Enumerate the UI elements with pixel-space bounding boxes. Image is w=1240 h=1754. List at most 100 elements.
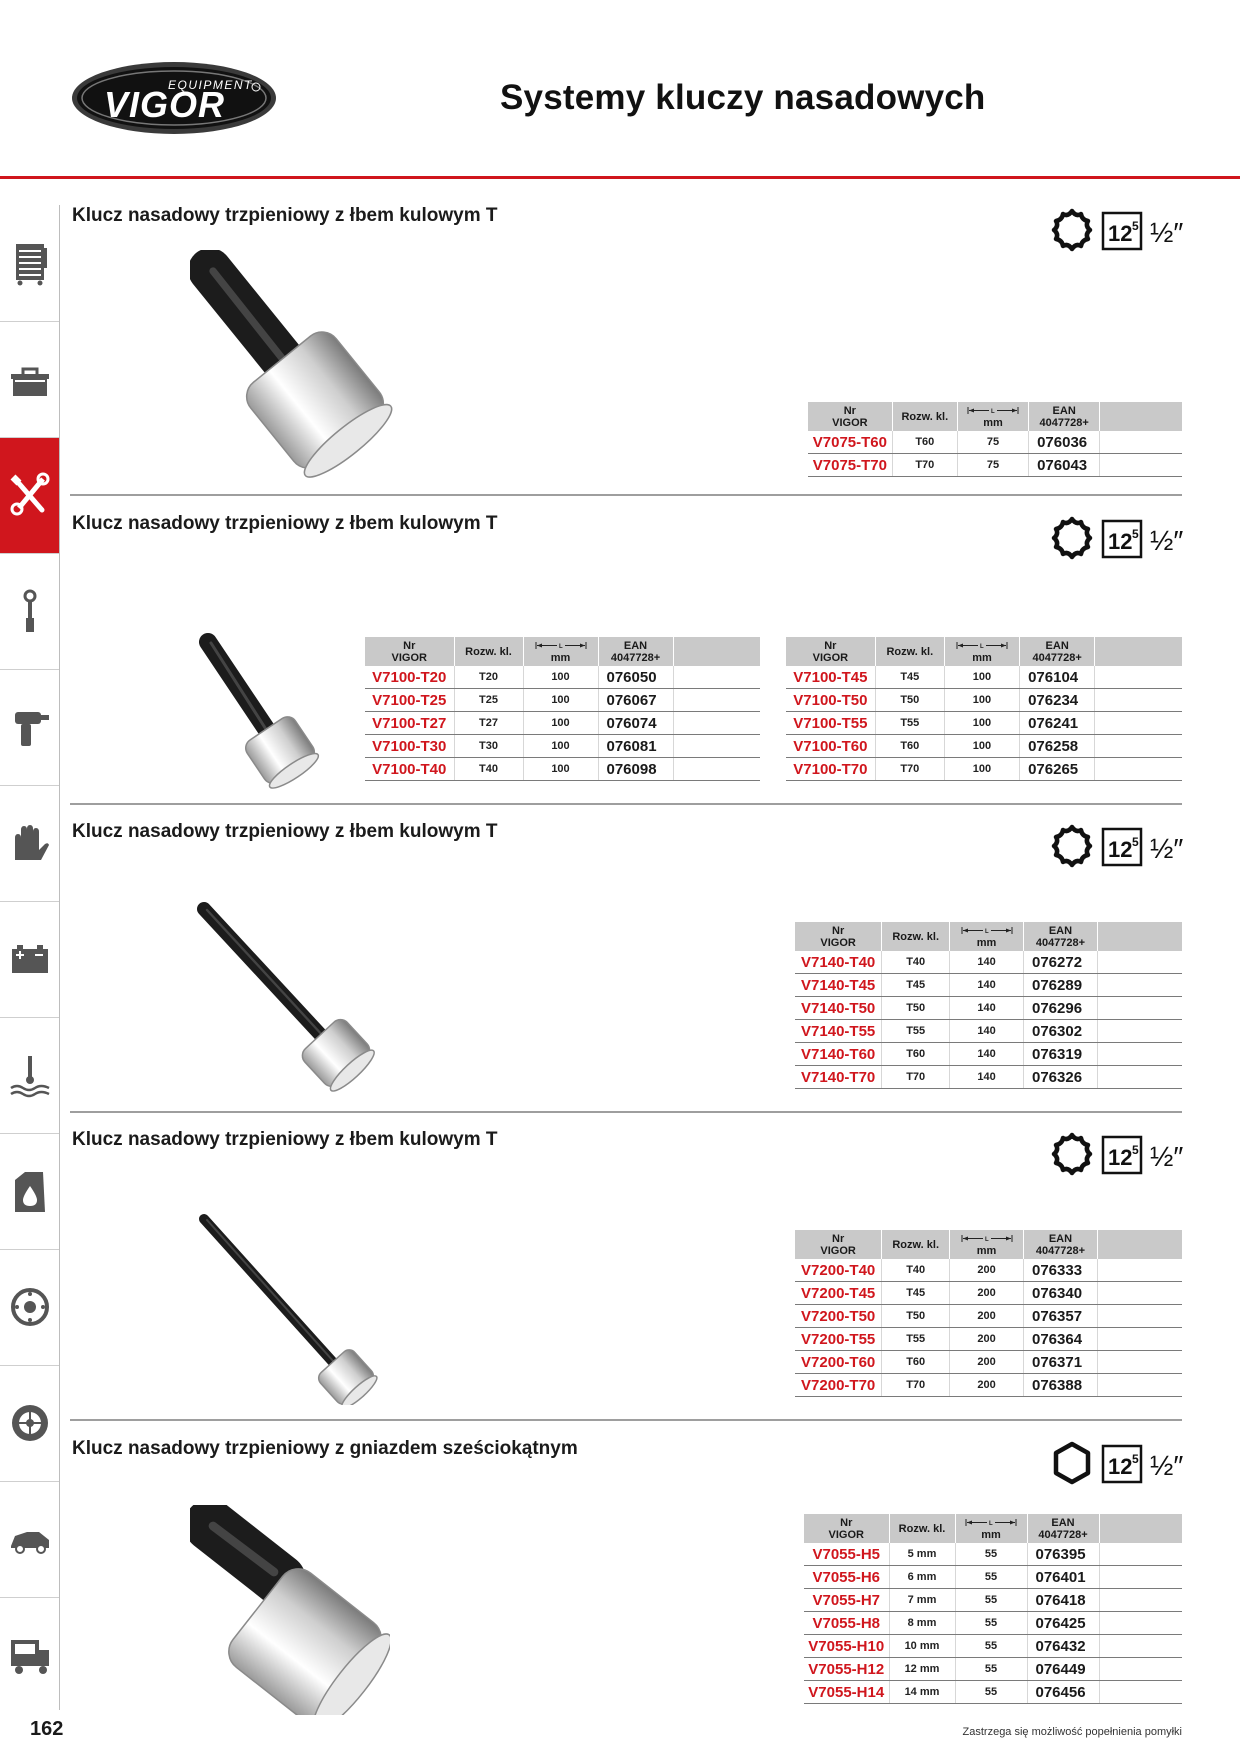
head-size: T70 <box>881 1065 951 1089</box>
length-arrow-icon: L <box>535 642 586 650</box>
svg-text:12: 12 <box>1108 1454 1132 1479</box>
empty-cell <box>673 711 760 735</box>
part-number[interactable]: V7055-H14 <box>804 1680 890 1704</box>
ean-code: 076357 <box>1023 1304 1098 1328</box>
part-number[interactable]: V7055-H12 <box>804 1657 890 1681</box>
part-number[interactable]: V7140-T40 <box>795 951 883 974</box>
part-number[interactable]: V7055-H8 <box>804 1611 890 1635</box>
head-size: 12 mm <box>889 1657 956 1681</box>
sidebar-tab-wheel[interactable] <box>0 1365 59 1481</box>
part-number[interactable]: V7100-T60 <box>786 734 876 758</box>
tool-cabinet-icon <box>15 244 47 286</box>
head-size: T55 <box>881 1019 951 1043</box>
sidebar-separator <box>0 437 59 438</box>
part-number[interactable]: V7140-T55 <box>795 1019 883 1043</box>
part-number[interactable]: V7100-T20 <box>365 666 455 689</box>
part-number[interactable]: V7200-T40 <box>795 1259 883 1282</box>
part-number[interactable]: V7140-T50 <box>795 996 883 1020</box>
part-number[interactable]: V7100-T25 <box>365 688 455 712</box>
part-number[interactable]: V7075-T60 <box>808 431 893 454</box>
sidebar-separator <box>0 1365 59 1366</box>
empty-cell <box>673 688 760 712</box>
part-number[interactable]: V7200-T50 <box>795 1304 883 1328</box>
length-mm: 140 <box>949 1019 1024 1043</box>
ean-code: 076289 <box>1023 973 1098 997</box>
sidebar-tab-coolant-temperature[interactable] <box>0 1017 59 1133</box>
part-number[interactable]: V7100-T27 <box>365 711 455 735</box>
sidebar-tab-gloves[interactable] <box>0 785 59 901</box>
part-number[interactable]: V7100-T45 <box>786 666 876 689</box>
sidebar-separator <box>0 1133 59 1134</box>
ean-code: 076456 <box>1027 1680 1100 1704</box>
sidebar-tab-impact-wrench[interactable] <box>0 669 59 785</box>
head-size: T27 <box>454 711 524 735</box>
head-size: T20 <box>454 666 524 689</box>
length-mm: 100 <box>523 666 599 689</box>
empty-cell <box>673 734 760 758</box>
sidebar-tab-brake-disc[interactable] <box>0 1249 59 1365</box>
part-number[interactable]: V7055-H6 <box>804 1565 890 1589</box>
ean-code: 076272 <box>1023 951 1098 974</box>
product-image <box>190 1205 400 1410</box>
sidebar-separator <box>0 785 59 786</box>
page-title: Systemy kluczy nasadowych <box>500 78 986 117</box>
part-number[interactable]: V7100-T55 <box>786 711 876 735</box>
part-number[interactable]: V7100-T40 <box>365 757 455 781</box>
col-header-blank <box>1097 1230 1182 1259</box>
part-number[interactable]: V7200-T45 <box>795 1281 883 1305</box>
empty-cell <box>1097 1281 1182 1305</box>
sidebar-separator <box>0 669 59 670</box>
part-number[interactable]: V7200-T70 <box>795 1373 883 1397</box>
sidebar-tab-torque-wrench[interactable] <box>0 553 59 669</box>
logo-brand-text: VIGOR <box>104 84 225 125</box>
section-title: Klucz nasadowy trzpieniowy z łbem kulowy… <box>72 513 498 534</box>
sidebar-tab-truck[interactable] <box>0 1597 59 1713</box>
length-mm: 200 <box>949 1259 1024 1282</box>
sidebar-tab-battery[interactable] <box>0 901 59 1017</box>
length-mm: 75 <box>957 453 1030 477</box>
part-number[interactable]: V7100-T30 <box>365 734 455 758</box>
ean-code: 076296 <box>1023 996 1098 1020</box>
head-size: T70 <box>881 1373 951 1397</box>
part-number[interactable]: V7075-T70 <box>808 453 893 477</box>
length-mm: 140 <box>949 1042 1024 1066</box>
part-number[interactable]: V7055-H10 <box>804 1634 890 1658</box>
sidebar-tab-tool-cabinet[interactable] <box>0 205 59 321</box>
part-number[interactable]: V7100-T70 <box>786 757 876 781</box>
svg-text:L: L <box>985 929 989 934</box>
sidebar-tab-wrench-screwdriver[interactable] <box>0 437 59 553</box>
head-size: T50 <box>881 1304 951 1328</box>
head-size: 8 mm <box>889 1611 956 1635</box>
battery-icon <box>11 945 48 973</box>
length-mm: 200 <box>949 1350 1024 1374</box>
part-number[interactable]: V7100-T50 <box>786 688 876 712</box>
part-number[interactable]: V7200-T55 <box>795 1327 883 1351</box>
section-title: Klucz nasadowy trzpieniowy z łbem kulowy… <box>72 821 498 842</box>
part-number[interactable]: V7055-H7 <box>804 1588 890 1612</box>
page-number: 162 <box>30 1718 64 1740</box>
sidebar-separator <box>0 553 59 554</box>
part-number[interactable]: V7200-T60 <box>795 1350 883 1374</box>
part-number[interactable]: V7140-T45 <box>795 973 883 997</box>
torx-profile-icon <box>1051 824 1093 868</box>
svg-text:12: 12 <box>1108 837 1132 862</box>
sidebar-tab-toolbox[interactable] <box>0 321 59 437</box>
svg-text:L: L <box>989 1521 993 1526</box>
length-mm: 55 <box>955 1611 1028 1635</box>
head-size: T45 <box>881 973 951 997</box>
svg-text:5: 5 <box>1132 1452 1139 1466</box>
part-number[interactable]: V7140-T60 <box>795 1042 883 1066</box>
part-number[interactable]: V7140-T70 <box>795 1065 883 1089</box>
part-number[interactable]: V7055-H5 <box>804 1543 890 1566</box>
sidebar-tab-oil-canister[interactable] <box>0 1133 59 1249</box>
sidebar-tab-car-body[interactable] <box>0 1481 59 1597</box>
head-size: 5 mm <box>889 1543 956 1566</box>
